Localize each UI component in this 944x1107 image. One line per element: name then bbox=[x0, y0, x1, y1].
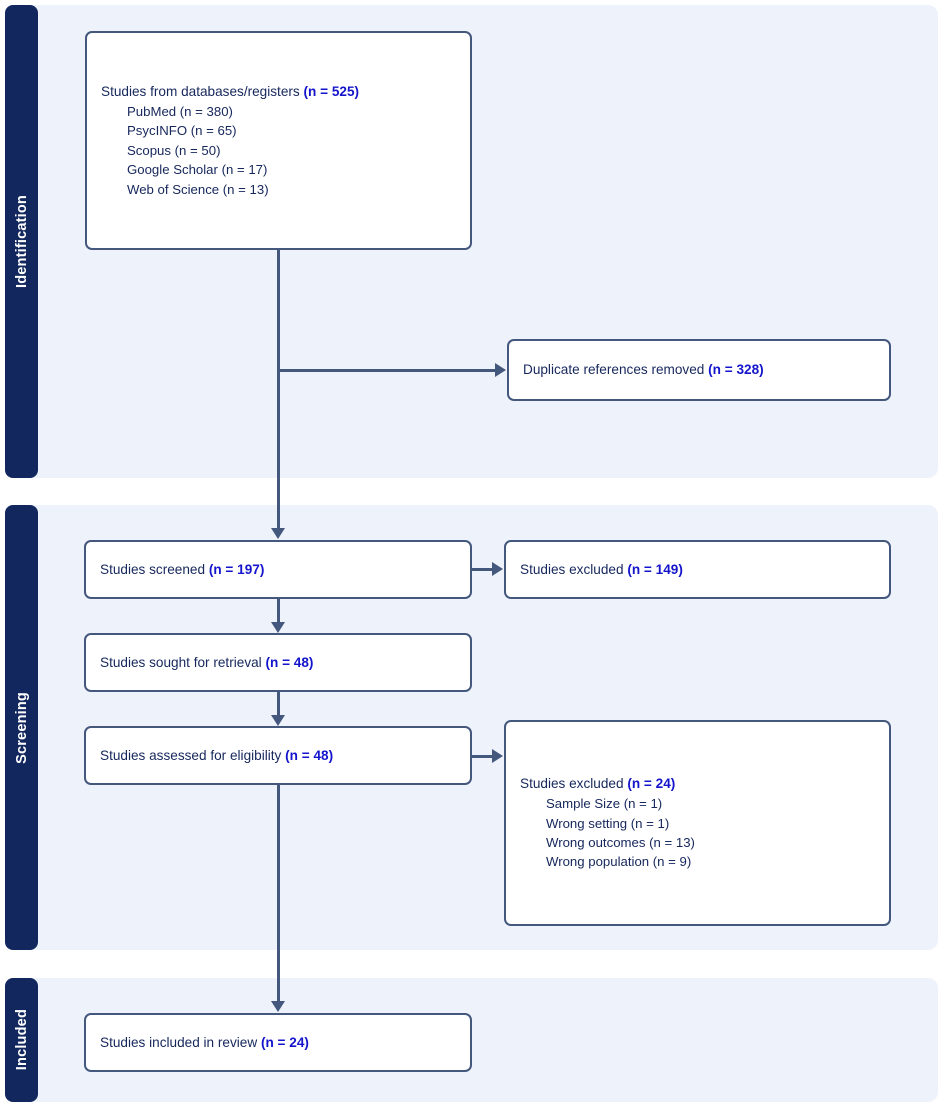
screened-label: Studies screened bbox=[100, 561, 209, 577]
box-studies-excluded-screening-text: Studies excluded (n = 149) bbox=[520, 560, 683, 580]
arrowhead-to-included bbox=[271, 1001, 285, 1012]
exclusion-reason-wrong-outcomes: Wrong outcomes (n = 13) bbox=[546, 834, 695, 850]
database-source-scopus: Scopus (n = 50) bbox=[127, 142, 221, 158]
included-label: Studies included in review bbox=[100, 1034, 261, 1050]
box-studies-screened-text: Studies screened (n = 197) bbox=[100, 560, 264, 580]
box-duplicate-references-removed-text: Duplicate references removed (n = 328) bbox=[523, 360, 764, 380]
box-studies-included-in-review-text: Studies included in review (n = 24) bbox=[100, 1033, 309, 1053]
excluded-detail-count: (n = 24) bbox=[627, 776, 676, 792]
box-studies-excluded-screening[interactable]: Studies excluded (n = 149) bbox=[504, 540, 891, 599]
databases-label: Studies from databases/registers bbox=[101, 84, 304, 99]
connector-screened-to-excluded bbox=[472, 568, 494, 571]
arrowhead-to-excluded-screened bbox=[492, 562, 503, 576]
box-duplicate-references-removed[interactable]: Duplicate references removed (n = 328) bbox=[507, 339, 891, 401]
arrowhead-to-sought bbox=[271, 622, 285, 633]
duplicates-label: Duplicate references removed bbox=[523, 362, 709, 378]
connector-to-duplicates bbox=[277, 369, 496, 372]
stage-label-included: Included bbox=[5, 978, 38, 1102]
screened-count: (n = 197) bbox=[208, 561, 265, 577]
stage-label-identification-text: Identification bbox=[13, 194, 30, 289]
sought-label: Studies sought for retrieval bbox=[100, 654, 266, 670]
stage-label-screening: Screening bbox=[5, 505, 38, 950]
assessed-label: Studies assessed for eligibility bbox=[100, 747, 286, 763]
stage-label-screening-text: Screening bbox=[13, 691, 30, 764]
arrowhead-to-excluded-detail bbox=[492, 749, 503, 763]
assessed-count: (n = 48) bbox=[285, 747, 334, 763]
connector-sought-to-assessed bbox=[277, 692, 280, 716]
box-studies-assessed-for-eligibility-text: Studies assessed for eligibility (n = 48… bbox=[100, 746, 333, 766]
exclusion-reason-wrong-setting: Wrong setting (n = 1) bbox=[546, 815, 670, 831]
sought-count: (n = 48) bbox=[265, 654, 314, 670]
included-count: (n = 24) bbox=[260, 1034, 309, 1050]
excluded-screened-label: Studies excluded bbox=[520, 561, 628, 577]
box-studies-excluded-eligibility-text: Studies excluded (n = 24) Sample Size (n… bbox=[520, 774, 695, 872]
box-studies-from-databases-text: Studies from databases/registers (n = 52… bbox=[101, 82, 359, 199]
connector-assessed-to-included bbox=[277, 785, 280, 1002]
stage-label-included-text: Included bbox=[13, 1009, 30, 1071]
duplicates-count: (n = 328) bbox=[708, 362, 764, 378]
database-source-psycinfo: PsycINFO (n = 65) bbox=[127, 123, 237, 139]
exclusion-reason-sample-size: Sample Size (n = 1) bbox=[546, 796, 663, 812]
connector-screened-to-sought bbox=[277, 599, 280, 623]
excluded-screened-count: (n = 149) bbox=[627, 561, 683, 577]
excluded-detail-label: Studies excluded bbox=[520, 776, 628, 792]
connector-identification-to-screening bbox=[277, 250, 280, 529]
exclusion-reason-wrong-population: Wrong population (n = 9) bbox=[546, 854, 692, 870]
box-studies-included-in-review[interactable]: Studies included in review (n = 24) bbox=[84, 1013, 472, 1072]
stage-label-identification: Identification bbox=[5, 5, 38, 478]
databases-count: (n = 525) bbox=[303, 84, 360, 99]
box-studies-assessed-for-eligibility[interactable]: Studies assessed for eligibility (n = 48… bbox=[84, 726, 472, 785]
box-studies-from-databases[interactable]: Studies from databases/registers (n = 52… bbox=[85, 31, 472, 250]
database-source-google-scholar: Google Scholar (n = 17) bbox=[127, 162, 268, 178]
database-source-pubmed: PubMed (n = 380) bbox=[127, 103, 233, 119]
box-studies-sought-for-retrieval[interactable]: Studies sought for retrieval (n = 48) bbox=[84, 633, 472, 692]
arrowhead-to-duplicates bbox=[495, 363, 506, 377]
box-studies-screened[interactable]: Studies screened (n = 197) bbox=[84, 540, 472, 599]
connector-assessed-to-excluded-detail bbox=[472, 755, 494, 758]
arrowhead-to-assessed bbox=[271, 715, 285, 726]
arrowhead-to-screened bbox=[271, 528, 285, 539]
box-studies-sought-for-retrieval-text: Studies sought for retrieval (n = 48) bbox=[100, 653, 313, 673]
box-studies-excluded-eligibility[interactable]: Studies excluded (n = 24) Sample Size (n… bbox=[504, 720, 891, 926]
database-source-web-of-science: Web of Science (n = 13) bbox=[127, 181, 269, 197]
